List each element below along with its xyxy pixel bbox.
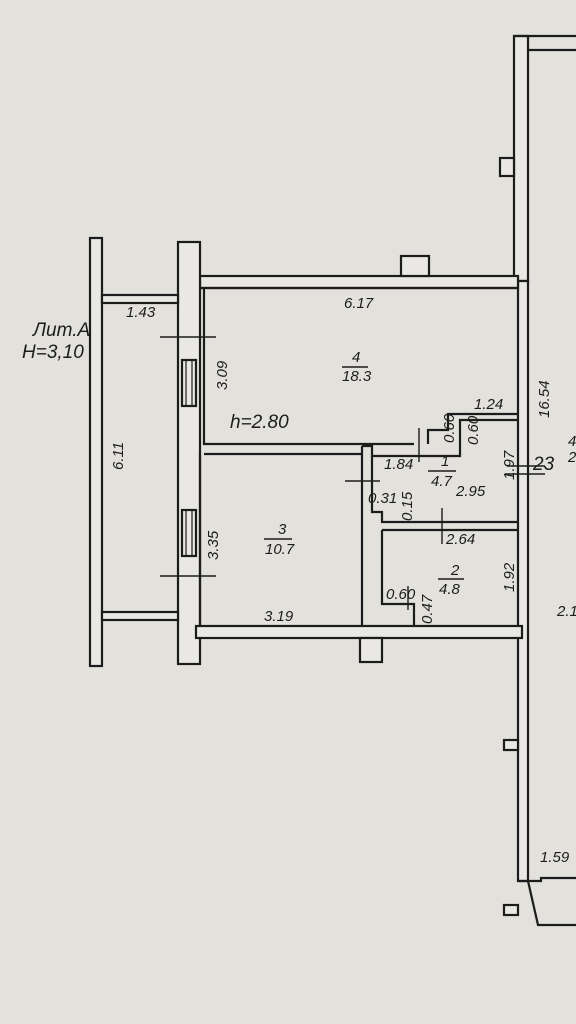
dim-corridor-side: 2.1: [556, 603, 576, 620]
dim-room4-depth: 3.09: [214, 360, 231, 390]
room-1-outline: [362, 418, 518, 532]
room-4-outline: [200, 286, 518, 456]
dim-room1-a: 0.31: [368, 490, 397, 507]
building-lit: Лит.А: [31, 320, 90, 341]
outer-walls: [88, 236, 524, 668]
room-2-outline: [380, 530, 416, 626]
window-room3: [160, 508, 216, 577]
dim-room2-width: 2.64: [445, 531, 475, 548]
dim-corridor-length: 16.54: [536, 380, 553, 418]
building-height: Н=3,10: [22, 342, 84, 363]
dim-hall-a: 0.60: [441, 413, 458, 443]
room-1-area: 4.7: [431, 473, 453, 490]
room-3-outline: [198, 446, 364, 626]
edge-mark-bottom: 2: [567, 449, 576, 466]
dim-room4-width: 6.17: [344, 295, 374, 312]
room-3-area: 10.7: [265, 541, 295, 558]
dim-room3-width: 3.19: [264, 608, 294, 625]
dim-room1-b: 0.15: [399, 491, 416, 521]
dim-corridor-bottom: 1.59: [540, 849, 570, 866]
room-3-number: 3: [278, 521, 287, 538]
room-1-number: 1: [441, 453, 449, 470]
dim-hall-top: 1.24: [474, 396, 503, 413]
dim-room2-a: 0.60: [386, 586, 416, 603]
room-4-area: 18.3: [342, 368, 372, 385]
room-2-area: 4.8: [439, 581, 461, 598]
room-4-number: 4: [352, 349, 360, 366]
dim-room1-depth: 1.97: [501, 450, 518, 480]
dim-room2-b: 0.47: [419, 594, 436, 624]
dim-room1-right: 2.95: [455, 483, 486, 500]
dim-room3-depth: 3.35: [205, 530, 222, 560]
dim-hall-b: 0.60: [465, 415, 482, 445]
window-room4: [160, 336, 216, 408]
dim-room1-left: 1.84: [384, 456, 413, 473]
corridor-walls: [498, 34, 576, 927]
dim-balcony-top: 1.43: [126, 304, 156, 321]
dim-balcony-side: 6.11: [110, 442, 127, 470]
ceiling-height: h=2.80: [230, 412, 289, 433]
dim-room2-depth: 1.92: [501, 562, 518, 592]
edge-mark-top: 4: [568, 433, 576, 450]
room-2-number: 2: [450, 562, 460, 579]
corridor-number: 23: [532, 454, 555, 475]
